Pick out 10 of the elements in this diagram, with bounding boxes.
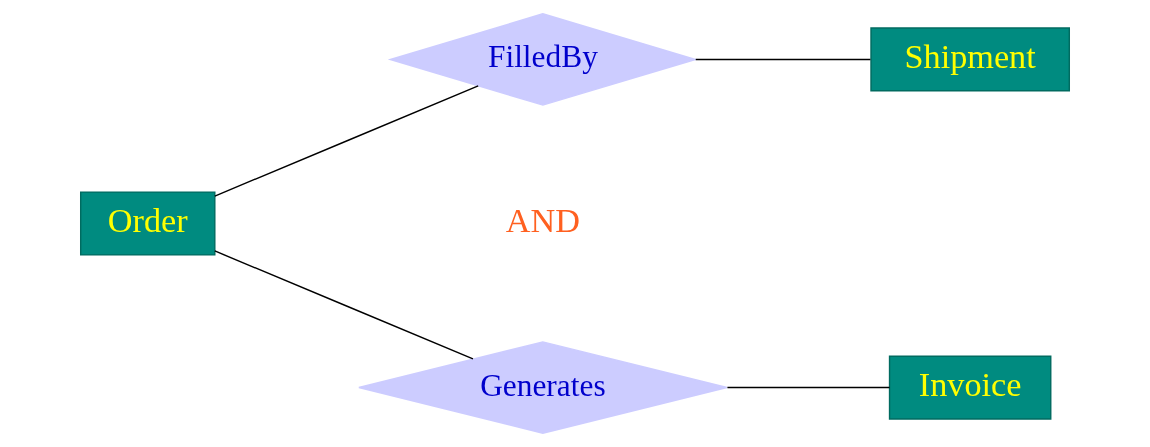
connector [695,58,872,61]
node-box: Order [80,191,216,256]
node-box: Shipment [870,27,1070,92]
connector [214,85,479,197]
connector [726,386,891,389]
connector [214,250,474,360]
label: AND [505,201,580,240]
node-diamond: Generates [358,341,728,434]
node-box: Invoice [888,355,1052,420]
node-diamond: FilledBy [387,13,699,106]
